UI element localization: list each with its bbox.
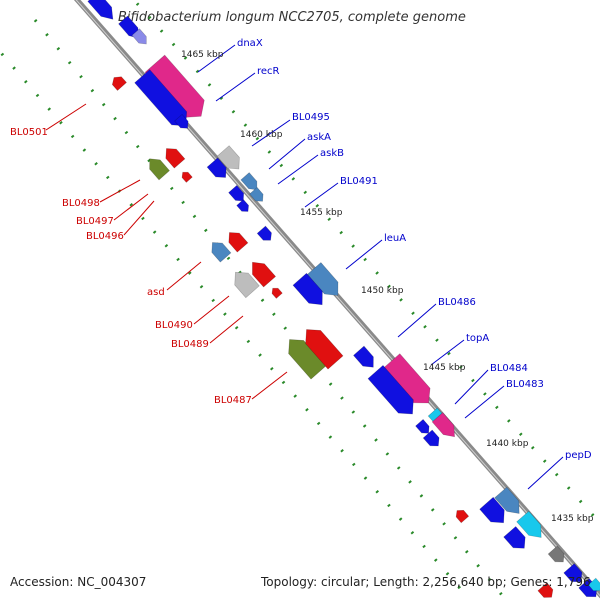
- label-leader-line: [197, 44, 236, 73]
- map-title: Bifidobacterium longum NCC2705, complete…: [118, 10, 466, 25]
- gene-arrow[interactable]: [211, 242, 232, 263]
- label-leader-line: [99, 179, 141, 203]
- gene-label[interactable]: BL0486: [438, 297, 476, 308]
- gene-label[interactable]: dnaX: [237, 38, 263, 49]
- gene-label[interactable]: BL0498: [62, 198, 100, 209]
- accession-text: Accession: NC_004307: [10, 575, 147, 589]
- gene-arrow[interactable]: [563, 563, 583, 583]
- label-leader-line: [209, 315, 244, 344]
- label-leader-line: [430, 339, 465, 366]
- gene-arrow[interactable]: [256, 225, 272, 241]
- kbp-tick-label: 1455 kbp: [300, 208, 343, 218]
- kbp-tick-label: 1460 kbp: [240, 130, 283, 140]
- gene-arrow[interactable]: [216, 145, 240, 170]
- gene-label[interactable]: BL0489: [171, 339, 209, 350]
- genome-summary-text: Topology: circular; Length: 2,256,640 bp…: [261, 575, 591, 589]
- label-leader-line: [464, 385, 505, 419]
- label-leader-line: [251, 371, 288, 400]
- gene-arrow[interactable]: [455, 509, 470, 524]
- label-leader-line: [166, 261, 202, 291]
- label-leader-line: [215, 72, 256, 102]
- gene-arrow[interactable]: [587, 577, 600, 592]
- forward-gene-labels: dnaX recR BL0495 askA askB BL0491 leuA B…: [237, 38, 592, 461]
- label-leader-line: [397, 303, 437, 338]
- gene-arrow[interactable]: [234, 271, 260, 299]
- label-leader-line: [304, 182, 339, 208]
- label-leader-line: [277, 154, 319, 185]
- label-leader-line: [268, 138, 306, 170]
- gene-arrow[interactable]: [252, 261, 277, 288]
- gene-arrow[interactable]: [353, 345, 374, 368]
- gene-arrow[interactable]: [503, 526, 526, 549]
- tick-lane-outer: [131, 0, 600, 526]
- tick-lane-inner: [33, 19, 508, 600]
- gene-arrow[interactable]: [305, 329, 344, 370]
- gene-label[interactable]: askA: [307, 132, 331, 143]
- gene-arrow[interactable]: [181, 171, 193, 183]
- label-leaders: [45, 44, 564, 490]
- gene-arrow[interactable]: [494, 486, 520, 514]
- gene-arrow[interactable]: [479, 496, 505, 524]
- kbp-tick-label: 1450 kbp: [361, 286, 404, 296]
- gene-arrow[interactable]: [240, 172, 258, 191]
- label-leader-line: [45, 103, 87, 131]
- gene-arrow[interactable]: [87, 0, 114, 20]
- gene-arrow[interactable]: [236, 199, 249, 212]
- gene-label[interactable]: recR: [257, 66, 280, 77]
- label-leader-line: [251, 119, 291, 147]
- gene-label[interactable]: BL0484: [490, 363, 528, 374]
- gene-arrow[interactable]: [516, 510, 542, 538]
- gene-label[interactable]: BL0487: [214, 395, 252, 406]
- kbp-tick-label: 1435 kbp: [551, 514, 594, 524]
- gene-label[interactable]: asd: [147, 287, 165, 298]
- label-leader-line: [454, 369, 489, 405]
- label-leader-line: [123, 200, 155, 236]
- gene-label[interactable]: BL0483: [506, 379, 544, 390]
- gene-label[interactable]: BL0495: [292, 112, 330, 123]
- gene-arrow[interactable]: [547, 545, 565, 563]
- gene-label[interactable]: topA: [466, 333, 489, 344]
- gene-arrow[interactable]: [131, 28, 147, 45]
- gene-arrow[interactable]: [537, 582, 554, 598]
- gene-features: [87, 0, 600, 598]
- gene-label[interactable]: BL0491: [340, 176, 378, 187]
- gene-label[interactable]: askB: [320, 148, 344, 159]
- gene-arrow[interactable]: [422, 429, 440, 447]
- kbp-tick-label: 1440 kbp: [486, 439, 529, 449]
- tick-lane-left: [0, 49, 472, 600]
- label-leader-line: [193, 295, 230, 325]
- label-leader-line: [527, 456, 564, 490]
- gene-label[interactable]: BL0501: [10, 127, 48, 138]
- gene-arrow[interactable]: [206, 157, 227, 178]
- label-leader-line: [345, 239, 383, 270]
- gene-arrow[interactable]: [165, 148, 186, 169]
- gene-arrow[interactable]: [111, 76, 127, 91]
- gene-arrow[interactable]: [415, 418, 430, 434]
- gene-label[interactable]: BL0496: [86, 231, 124, 242]
- reverse-gene-labels: BL0501 BL0498 BL0497 BL0496 asd BL0490 B…: [10, 127, 252, 406]
- gene-arrow[interactable]: [149, 158, 170, 181]
- gene-label[interactable]: leuA: [384, 233, 406, 244]
- gene-label[interactable]: pepD: [565, 450, 592, 461]
- gene-arrow[interactable]: [288, 339, 327, 380]
- gene-arrow[interactable]: [228, 184, 245, 202]
- kbp-ticks: 1465 kbp 1460 kbp 1455 kbp 1450 kbp 1445…: [181, 50, 594, 524]
- gene-arrow[interactable]: [367, 364, 414, 415]
- gene-arrow[interactable]: [249, 186, 264, 202]
- gene-arrow[interactable]: [134, 69, 188, 127]
- kbp-tick-label: 1465 kbp: [181, 50, 224, 60]
- gene-arrow[interactable]: [228, 232, 249, 253]
- gene-arrow[interactable]: [174, 113, 189, 129]
- gene-arrow[interactable]: [292, 272, 323, 306]
- gene-arrow[interactable]: [271, 287, 283, 299]
- gene-label[interactable]: BL0497: [76, 216, 114, 227]
- gene-arrow[interactable]: [431, 412, 455, 438]
- kbp-tick-label: 1445 kbp: [423, 363, 466, 373]
- gene-label[interactable]: BL0490: [155, 320, 193, 331]
- label-leader-line: [113, 193, 149, 221]
